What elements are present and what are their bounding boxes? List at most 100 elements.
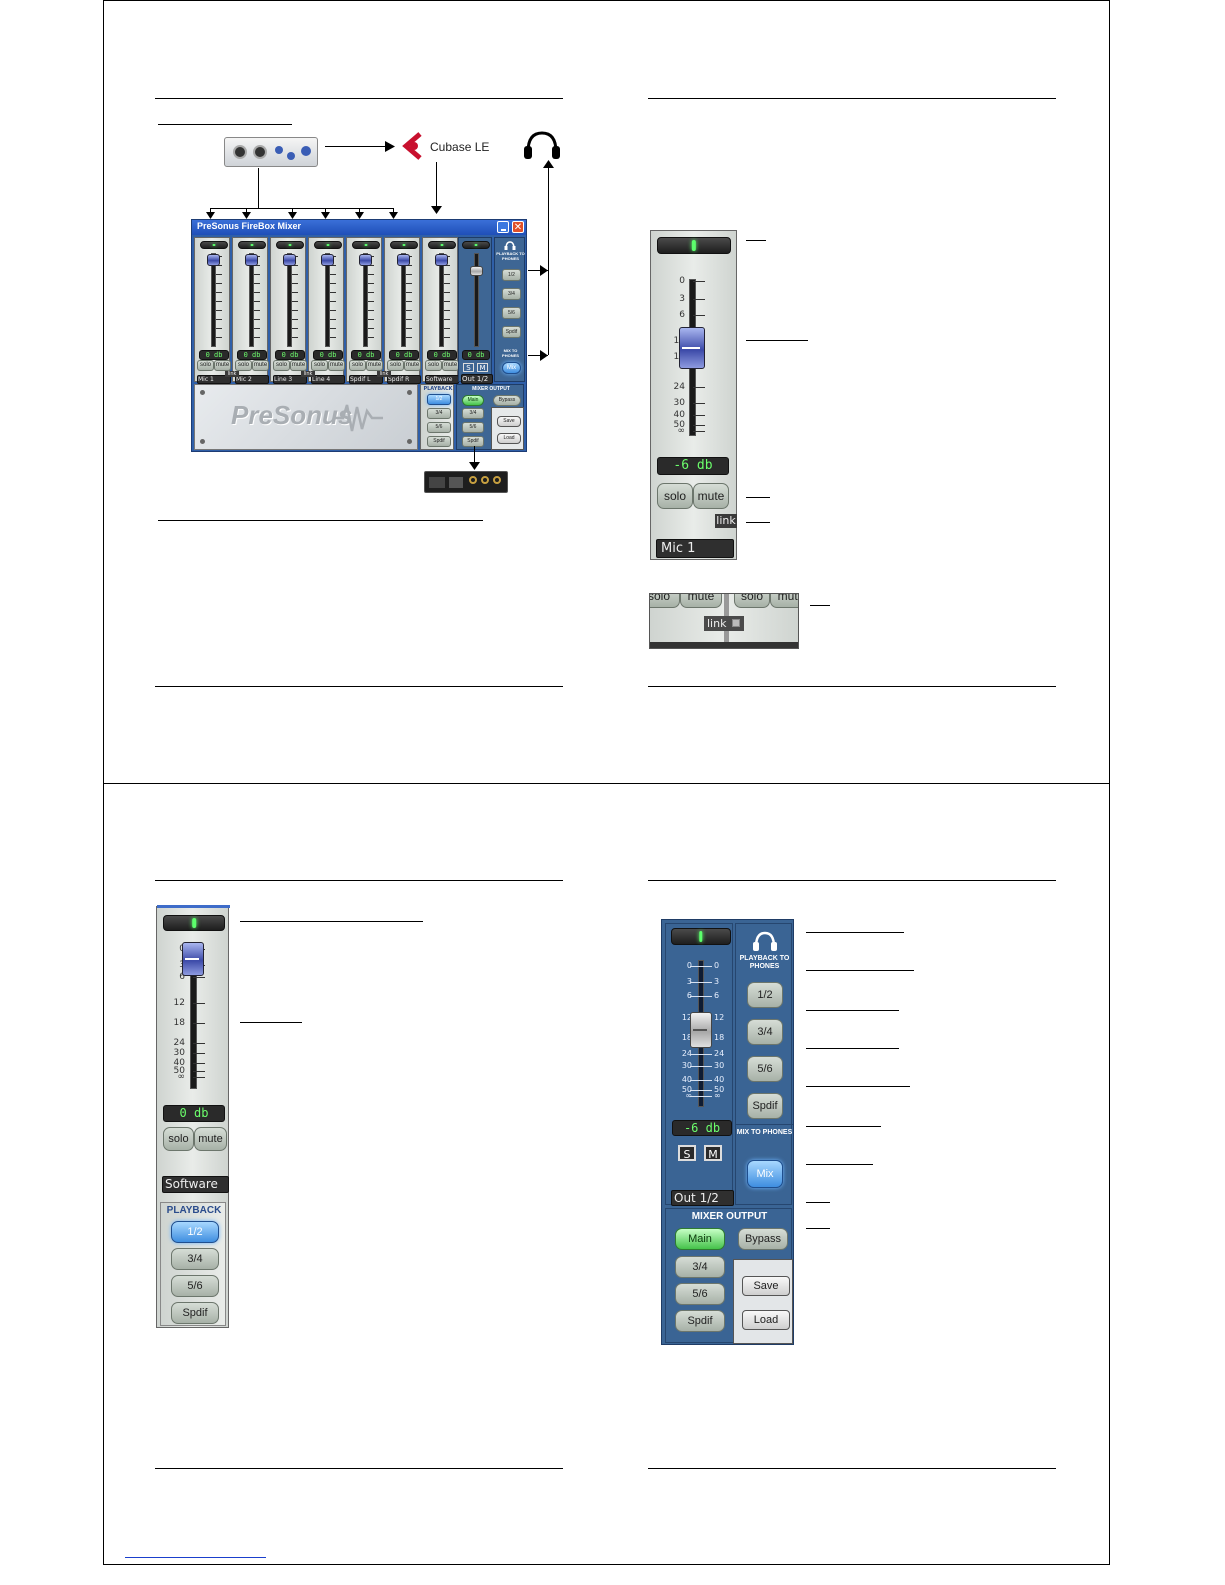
phones-button-1[interactable]: 3/4 (747, 1019, 783, 1045)
fader-scale-label: 18 (173, 1018, 185, 1028)
mixer-output-main-button[interactable]: Main (675, 1228, 725, 1250)
minimize-button[interactable] (497, 221, 509, 233)
link-button[interactable]: link (301, 371, 315, 377)
solo-button[interactable]: solo (657, 483, 693, 509)
firebox-device (224, 137, 318, 167)
playback-button-1[interactable]: 3/4 (427, 408, 451, 419)
fader-knob[interactable] (397, 254, 410, 266)
save-button[interactable]: Save (742, 1276, 790, 1296)
fader-knob[interactable] (182, 942, 204, 976)
load-button[interactable]: Load (742, 1310, 790, 1330)
save-button[interactable]: Save (497, 416, 521, 427)
fader-scale-label: 50 (714, 1085, 725, 1094)
fader-knob[interactable] (679, 327, 705, 369)
fader-knob[interactable] (359, 254, 372, 266)
load-button[interactable]: Load (497, 433, 521, 444)
fader-scale-tick (368, 301, 374, 302)
solo-button[interactable]: solo (163, 1127, 194, 1151)
arrow-line (528, 270, 548, 271)
db-readout: 0 db (163, 1105, 225, 1122)
fader-scale-label: 40 (714, 1075, 725, 1084)
mixer-output-button-2[interactable]: Spdif (462, 436, 484, 447)
fader-knob[interactable] (283, 254, 296, 266)
link-button[interactable]: link (704, 616, 744, 631)
solo-button[interactable]: solo (734, 594, 770, 608)
fader-scale-tick (254, 310, 260, 311)
mixer-output-button-0[interactable]: 3/4 (462, 408, 484, 419)
mixer-output-button-2[interactable]: Spdif (675, 1310, 725, 1332)
fader-scale-label: 0 (679, 276, 685, 286)
fader-knob[interactable] (245, 254, 258, 266)
playback-button-3[interactable]: Spdif (427, 436, 451, 447)
mute-button[interactable]: mute (366, 360, 383, 371)
phones-button-2[interactable]: 5/6 (502, 307, 521, 319)
fader-scale-tick (700, 1090, 712, 1091)
fader-scale-tick (406, 292, 412, 293)
mute-button[interactable]: mute (770, 594, 798, 608)
mute-button[interactable]: mute (214, 360, 231, 371)
fader-knob[interactable] (321, 254, 334, 266)
phones-button-0[interactable]: 1/2 (502, 269, 521, 281)
solo-button[interactable]: solo (650, 594, 680, 608)
mute-button[interactable]: mute (194, 1127, 227, 1151)
callout-underline (240, 1022, 302, 1023)
fader-track (401, 253, 406, 347)
footer-link-underline[interactable] (125, 1557, 266, 1558)
solo-button[interactable]: solo (273, 360, 290, 371)
link-button[interactable]: link (225, 371, 239, 377)
out-mute-button[interactable]: M (704, 1145, 722, 1161)
playback-button-3[interactable]: Spdif (171, 1302, 219, 1324)
mixer-output-main-button[interactable]: Main (462, 395, 484, 406)
fader-scale-label: 6 (714, 991, 720, 1000)
playback-label: PLAYBACK (166, 1205, 222, 1216)
phones-button-2[interactable]: 5/6 (747, 1056, 783, 1082)
solo-button[interactable]: solo (311, 360, 328, 371)
minimize-icon (501, 229, 506, 231)
fader-scale-label: 30 (673, 398, 685, 408)
playback-button-0[interactable]: 1/2 (427, 394, 451, 405)
solo-button[interactable]: solo (425, 360, 442, 371)
playback-button-2[interactable]: 5/6 (171, 1275, 219, 1297)
fader-knob[interactable] (435, 254, 448, 266)
playback-button-2[interactable]: 5/6 (427, 422, 451, 433)
out-solo-button[interactable]: S (463, 363, 474, 372)
mix-to-phones-button[interactable]: Mix (747, 1160, 783, 1188)
playback-button-1[interactable]: 3/4 (171, 1248, 219, 1270)
mute-button[interactable]: mute (442, 360, 459, 371)
callout-underline (746, 240, 766, 241)
mixer-output-bypass-button[interactable]: Bypass (493, 395, 521, 406)
mixer-output-bypass-button[interactable]: Bypass (738, 1228, 788, 1250)
mute-button[interactable]: mute (693, 483, 729, 509)
fader-knob-line (682, 347, 700, 349)
playback-button-0[interactable]: 1/2 (171, 1221, 219, 1243)
solo-button[interactable]: solo (235, 360, 252, 371)
solo-button[interactable]: solo (387, 360, 404, 371)
mix-to-phones-button[interactable]: Mix (502, 362, 521, 374)
mixer-output-button-1[interactable]: 5/6 (675, 1283, 725, 1305)
fader-scale-tick (700, 966, 712, 967)
mute-button[interactable]: mute (328, 360, 345, 371)
phones-button-3[interactable]: Spdif (747, 1093, 783, 1119)
phones-button-1[interactable]: 3/4 (502, 288, 521, 300)
mixer-output-button-1[interactable]: 5/6 (462, 422, 484, 433)
phones-button-3[interactable]: Spdif (502, 326, 521, 338)
mute-button[interactable]: mute (680, 594, 722, 608)
out-mute-button[interactable]: M (477, 363, 488, 372)
close-button[interactable]: ✕ (512, 221, 524, 233)
link-button[interactable]: link (377, 371, 391, 377)
out-solo-button[interactable]: S (678, 1145, 696, 1161)
out-fader-knob[interactable] (470, 266, 483, 276)
mixer-output-button-0[interactable]: 3/4 (675, 1256, 725, 1278)
solo-button[interactable]: solo (197, 360, 214, 371)
mute-button[interactable]: mute (252, 360, 269, 371)
signal-led (671, 928, 731, 945)
phones-button-0[interactable]: 1/2 (747, 982, 783, 1008)
link-button[interactable]: link (715, 514, 737, 528)
fader-scale-tick (330, 292, 336, 293)
mute-button[interactable]: mute (404, 360, 421, 371)
mute-button[interactable]: mute (290, 360, 307, 371)
fader-knob[interactable] (207, 254, 220, 266)
out-fader-knob[interactable] (690, 1012, 712, 1048)
solo-button[interactable]: solo (349, 360, 366, 371)
